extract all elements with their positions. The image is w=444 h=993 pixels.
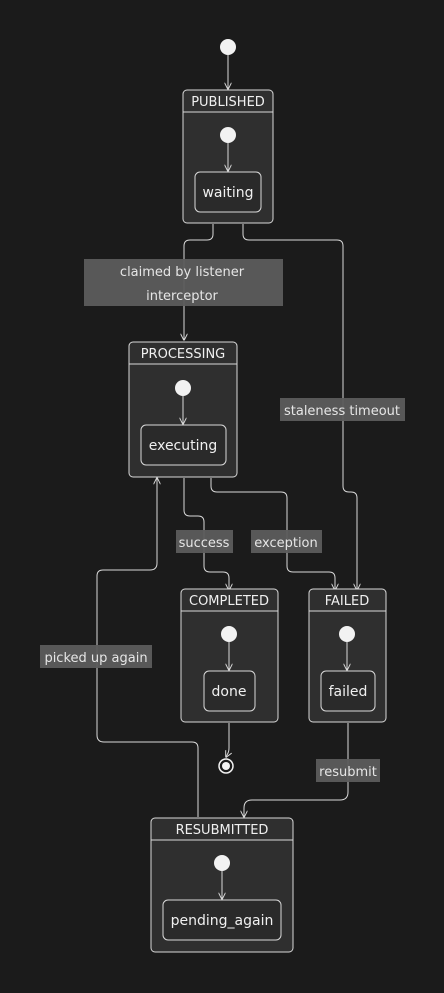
state-processing-title: PROCESSING <box>141 347 226 362</box>
label-claimed-line2: interceptor <box>146 289 218 304</box>
substate-failed[interactable] <box>320 670 376 712</box>
label-success-text: success <box>179 536 230 551</box>
label-staleness-timeout: staleness timeout <box>280 398 405 421</box>
label-claimed-line1: claimed by listener <box>120 265 245 280</box>
state-resubmitted[interactable]: RESUBMITTED pending_again <box>150 817 294 953</box>
label-picked-up-again: picked up again <box>40 645 152 668</box>
state-processing[interactable]: PROCESSING executing <box>128 341 238 478</box>
state-failed[interactable]: FAILED failed <box>308 588 387 723</box>
edge-published-to-failed-staleness <box>242 224 357 590</box>
label-resubmit-text: resubmit <box>319 765 377 780</box>
substate-done[interactable] <box>203 670 256 712</box>
resubmitted-initial-dot <box>214 855 230 871</box>
substate-executing[interactable] <box>140 424 227 466</box>
state-resubmitted-title: RESUBMITTED <box>176 823 269 838</box>
label-resubmit: resubmit <box>316 759 380 782</box>
substate-pending-again[interactable] <box>162 899 282 941</box>
completed-initial-dot <box>221 626 237 642</box>
label-success: success <box>176 530 233 553</box>
edge-failed-to-resubmitted <box>244 723 349 817</box>
published-initial-dot <box>220 127 236 143</box>
substate-executing-label: executing <box>149 438 218 454</box>
label-claimed-by-listener: claimed by listener interceptor <box>84 259 283 306</box>
substate-waiting[interactable] <box>194 171 262 213</box>
state-published[interactable]: PUBLISHED waiting <box>182 89 274 224</box>
label-staleness-text: staleness timeout <box>284 404 400 419</box>
substate-pending-again-label: pending_again <box>171 913 274 929</box>
state-published-title: PUBLISHED <box>191 95 265 110</box>
edge-completed-to-end <box>226 723 229 757</box>
state-completed-title: COMPLETED <box>189 594 269 609</box>
state-completed[interactable]: COMPLETED done <box>180 588 279 723</box>
substate-done-label: done <box>212 684 247 700</box>
substate-waiting-label: waiting <box>202 185 253 201</box>
label-exception-text: exception <box>254 536 318 551</box>
processing-initial-dot <box>175 380 191 396</box>
label-exception: exception <box>251 530 322 553</box>
label-picked-up-text: picked up again <box>44 651 147 666</box>
edge-published-to-processing <box>184 224 214 340</box>
substate-failed-label: failed <box>329 684 368 700</box>
state-failed-title: FAILED <box>325 594 369 609</box>
initial-state-dot <box>220 39 236 55</box>
failed-initial-dot <box>339 626 355 642</box>
final-state-icon <box>218 758 234 774</box>
